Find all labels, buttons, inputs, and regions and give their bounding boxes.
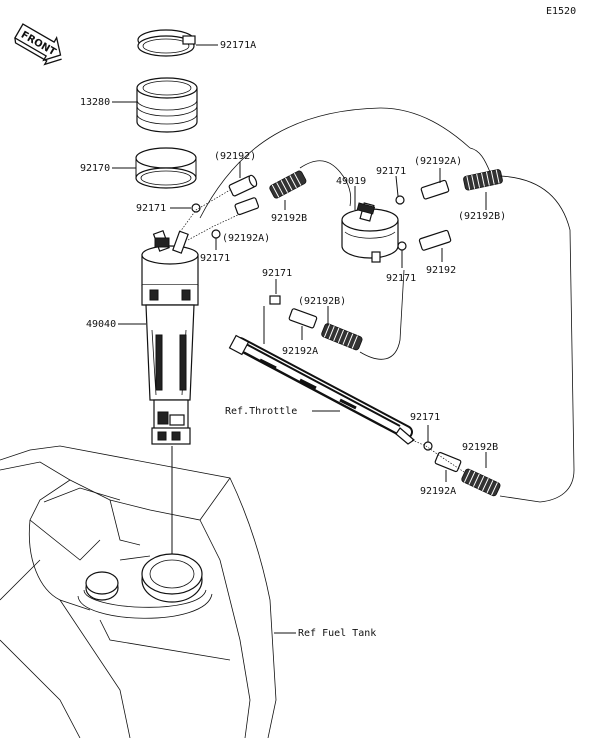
label-92171A: 92171A [220, 40, 256, 51]
label-92192-reg: 92192 [426, 265, 456, 276]
label-92192B-rail: (92192B) [298, 296, 346, 307]
hose-92192B-reg [463, 169, 503, 191]
clamp-92171A [137, 29, 196, 57]
fuel-pump-49040 [141, 230, 199, 445]
sleeve-92192A-rail [288, 308, 318, 329]
regulator-49019 [341, 202, 399, 263]
fuel-rail [228, 334, 415, 445]
ref-fuel-tank: Ref Fuel Tank [298, 628, 376, 639]
diagram-code: E1520 [546, 6, 576, 17]
clamp-92170 [135, 147, 197, 189]
grommet-13280 [136, 77, 198, 133]
label-13280: 13280 [80, 97, 110, 108]
label-92171-a: 92171 [136, 203, 166, 214]
label-49019: 49019 [336, 176, 366, 187]
hose-92192B-pump [269, 170, 307, 199]
front-arrow-icon: FRONT [14, 23, 62, 66]
label-92171-c: 92171 [376, 166, 406, 177]
label-92171-d: 92171 [386, 273, 416, 284]
fuel-tank [0, 445, 277, 738]
sleeve-92192A-pump [234, 197, 260, 216]
label-92192B-end: 92192B [462, 442, 498, 453]
label-92170: 92170 [80, 163, 110, 174]
label-92171-b: 92171 [200, 253, 230, 264]
label-92171-e: 92171 [262, 268, 292, 279]
hose-92192B-end [461, 468, 501, 497]
sleeve-92192 [228, 174, 258, 197]
label-92192A-reg: (92192A) [414, 156, 462, 167]
label-92192B-reg: (92192B) [458, 211, 506, 222]
sleeve-92192A-reg [420, 179, 450, 200]
label-92192-pump: (92192) [214, 151, 256, 162]
label-92171-f: 92171 [410, 412, 440, 423]
ref-throttle: Ref.Throttle [225, 406, 297, 417]
label-49040: 49040 [86, 319, 116, 330]
label-92192A-end: 92192A [420, 486, 456, 497]
label-92192B-pump: 92192B [271, 213, 307, 224]
label-92192A-rail: 92192A [282, 346, 318, 357]
sleeve-92192-reg [418, 229, 452, 251]
label-92192A-pump: (92192A) [222, 233, 270, 244]
hose-92192B-rail [321, 323, 363, 351]
